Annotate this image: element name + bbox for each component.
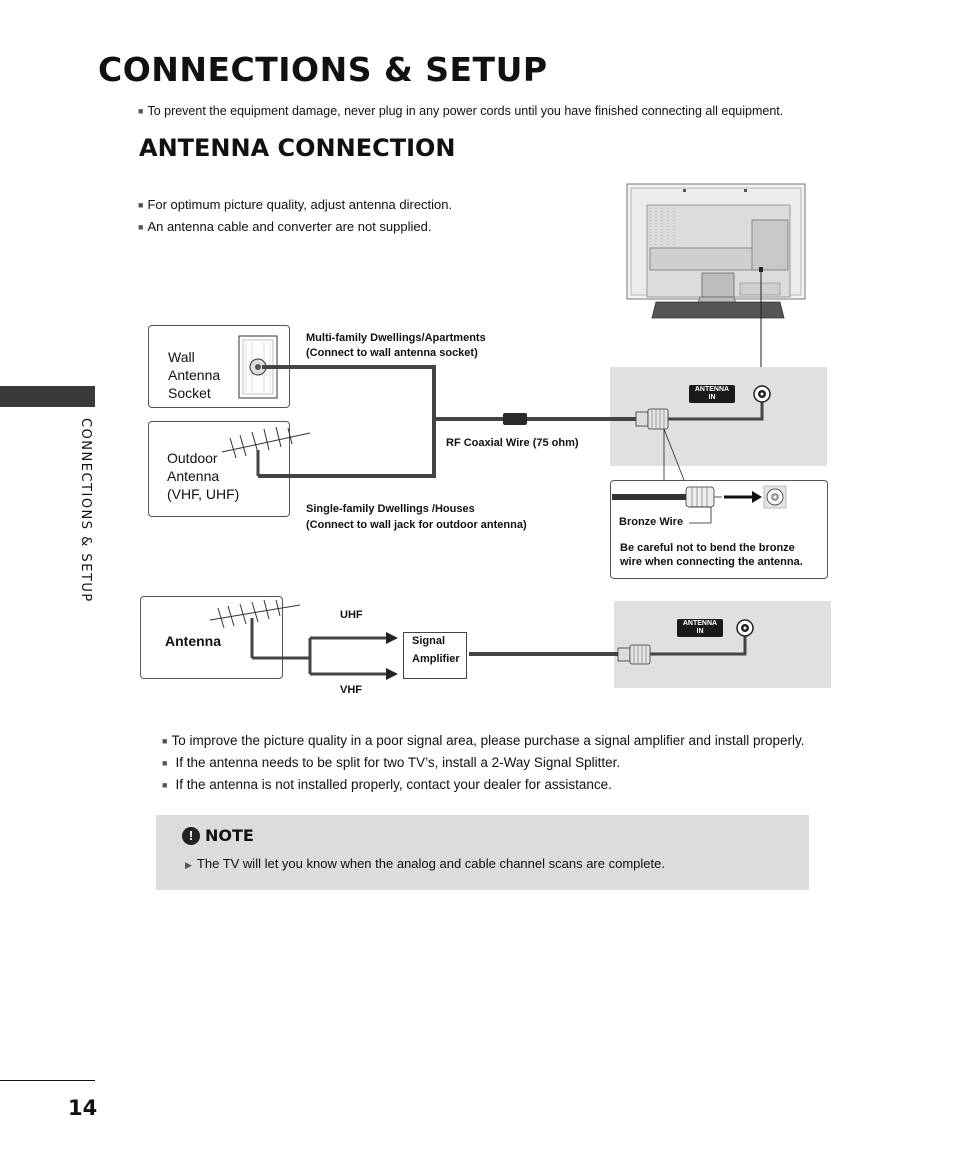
antenna-in-tag-text: IN: [708, 394, 716, 401]
warning-icon: !: [182, 827, 200, 845]
single-family-label: Single-family Dwellings /Houses: [306, 503, 475, 515]
bottom-bullet-text: To improve the picture quality in a poor…: [171, 733, 805, 748]
bottom-bullet-1: ■To improve the picture quality in a poo…: [162, 733, 805, 748]
amplifier-label-2: Amplifier: [412, 653, 460, 665]
outdoor-antenna-box: [148, 421, 290, 517]
top-bullet-text: For optimum picture quality, adjust ante…: [147, 197, 453, 212]
bullet-icon: ■: [138, 222, 144, 232]
bullet-icon: ■: [162, 736, 168, 746]
careful-label-1: Be careful not to bend the bronze: [620, 542, 795, 554]
antenna-in-tag-text: IN: [696, 628, 704, 635]
note-item: ▶ The TV will let you know when the analo…: [185, 856, 665, 871]
bottom-bullet-3: ■ If the antenna is not installed properl…: [162, 777, 612, 792]
cable-to-jack-top: [668, 398, 764, 421]
bullet-icon: ■: [162, 758, 168, 768]
coax-cables-top: [258, 365, 640, 478]
multi-family-label: Multi-family Dwellings/Apartments: [306, 332, 486, 344]
antenna-label: Antenna: [165, 633, 221, 649]
footer-rule: [0, 1080, 95, 1081]
antenna-in-tag-text: ANTENNA: [694, 386, 730, 393]
bronze-wire-illustration: [612, 485, 787, 509]
cable-coupler: [503, 413, 527, 425]
antenna-icon: [209, 599, 301, 658]
multi-family-sub-label: (Connect to wall antenna socket): [306, 347, 478, 359]
antenna-in-panel-bottom: [614, 601, 831, 688]
note-text: The TV will let you know when the analog…: [196, 856, 665, 871]
uhf-label: UHF: [340, 609, 363, 621]
bullet-icon: ■: [138, 106, 144, 116]
bottom-bullet-text: If the antenna is not installed properly…: [175, 777, 612, 792]
bronze-wire-label: Bronze Wire: [619, 516, 684, 528]
top-bullet-2: ■An antenna cable and converter are not …: [138, 219, 431, 234]
antenna-jack-top: [753, 385, 771, 403]
bullet-icon: ■: [138, 200, 144, 210]
intro-note: ■To prevent the equipment damage, never …: [138, 104, 783, 118]
rf-coax-label: RF Coaxial Wire (75 ohm): [446, 437, 579, 449]
section-title: ANTENNA CONNECTION: [139, 134, 456, 162]
vhf-label: VHF: [340, 684, 362, 696]
bottom-bullet-text: If the antenna needs to be split for two…: [175, 755, 621, 770]
antenna-in-tag-text: ANTENNA: [682, 620, 718, 627]
arrow-icon: ▶: [185, 860, 192, 870]
wall-socket-label: Wall Antenna Socket: [168, 349, 221, 401]
intro-note-text: To prevent the equipment damage, never p…: [147, 104, 784, 118]
f-connector-top: [635, 408, 669, 430]
single-family-sub-label: (Connect to wall jack for outdoor antenn…: [306, 519, 527, 531]
outdoor-antenna-icon: [221, 426, 311, 476]
f-connector-bottom: [617, 644, 651, 665]
side-tab-label: CONNECTIONS & SETUP: [78, 418, 93, 603]
side-tab-bar: [0, 386, 95, 407]
page-number: 14: [68, 1096, 98, 1120]
top-bullet-1: ■For optimum picture quality, adjust ant…: [138, 197, 452, 212]
amplifier-label-1: Signal: [412, 635, 446, 647]
page-title: CONNECTIONS & SETUP: [98, 50, 548, 89]
note-box: [156, 815, 809, 890]
antenna-box: [140, 596, 283, 679]
antenna-jack-bottom: [736, 619, 754, 637]
bullet-icon: ■: [162, 780, 168, 790]
outdoor-antenna-label: Outdoor Antenna (VHF, UHF): [167, 450, 240, 502]
antenna-in-tag-top: ANTENNA IN: [689, 385, 735, 403]
bottom-bullet-2: ■ If the antenna needs to be split for tw…: [162, 755, 620, 770]
antenna-in-tag-bottom: ANTENNA IN: [677, 619, 723, 637]
tv-rear-icon: [626, 183, 806, 319]
top-bullet-text: An antenna cable and converter are not s…: [147, 219, 432, 234]
careful-label-2: wire when connecting the antenna.: [620, 556, 803, 568]
note-title: NOTE: [205, 826, 254, 845]
signal-amplifier-box: [403, 632, 467, 679]
